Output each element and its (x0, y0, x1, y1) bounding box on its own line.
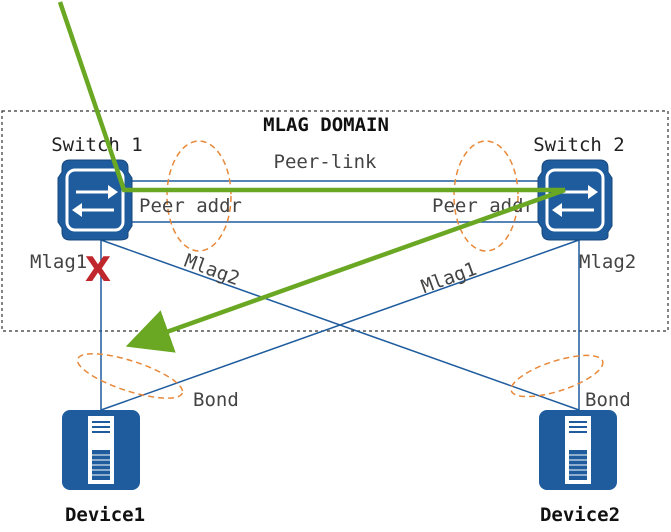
switch-2-name: Switch 2 (533, 134, 625, 156)
peer-addr-ellipse-1 (166, 140, 232, 252)
link-switch2-device1 (100, 239, 580, 411)
bond-ellipse-1 (76, 353, 184, 399)
cross-link-label-mlag2: Mlag2 (181, 250, 242, 290)
bond-label-1: Bond (193, 389, 239, 411)
switch-1-name: Switch 1 (51, 134, 143, 156)
traffic-path-line (57, 1, 565, 193)
device-1-icon (62, 410, 140, 490)
switch-1-icon (57, 159, 133, 241)
peer-addr-ellipse-2 (453, 140, 519, 252)
mlag-domain-box (1, 110, 669, 332)
traffic-path-arrow (125, 187, 566, 353)
device-1-name: Device1 (65, 504, 145, 526)
switch-2-port-label: Mlag2 (579, 251, 636, 273)
peer-link-label: Peer-link (274, 151, 378, 173)
device-2-icon (539, 410, 617, 490)
switch-1-port-label: Mlag1 (30, 251, 87, 273)
device-2-name: Device2 (540, 504, 620, 526)
switch-2-icon (537, 159, 613, 241)
bond-ellipse-2 (510, 354, 604, 398)
peer-addr-label-1: Peer addr (139, 195, 242, 217)
bond-label-2: Bond (585, 389, 631, 411)
failure-x-mark: X (85, 250, 111, 290)
mlag-domain-label: MLAG DOMAIN (263, 114, 389, 136)
cross-link-label-mlag1: Mlag1 (418, 258, 479, 298)
